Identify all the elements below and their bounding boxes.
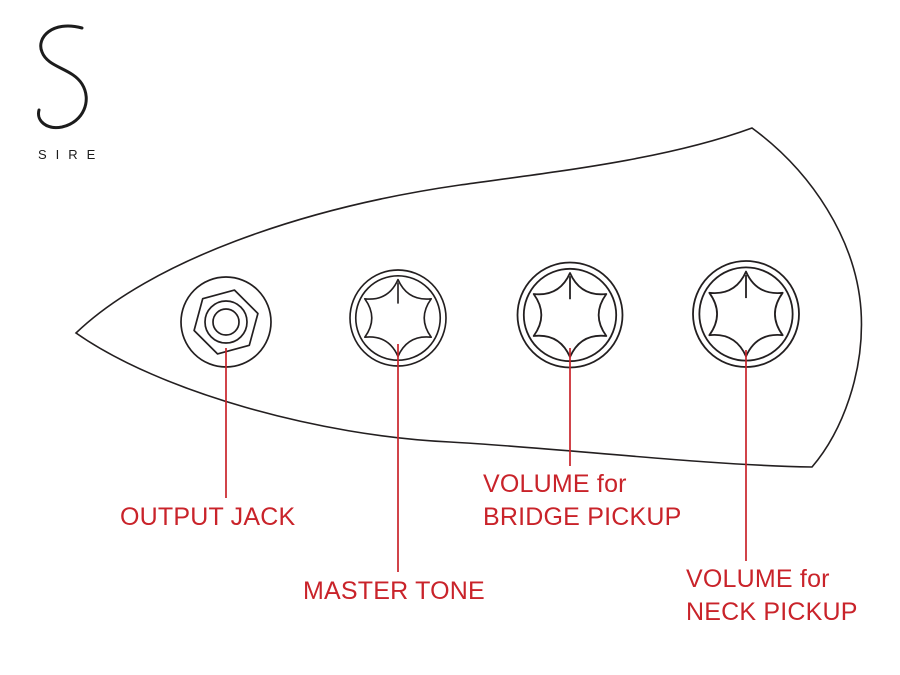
sire-logo: SIRE	[30, 20, 120, 162]
neck-volume-label-line1: VOLUME for	[686, 565, 830, 593]
jack-socket-hole	[212, 308, 240, 336]
neck-volume-label: VOLUME for NECK PICKUP	[686, 563, 858, 629]
neck-volume-label-line2: NECK PICKUP	[686, 598, 858, 626]
jack-hex-nut	[193, 289, 259, 355]
output-jack-label: OUTPUT JACK	[120, 503, 296, 531]
bridge-volume-label-line2: BRIDGE PICKUP	[483, 503, 682, 531]
bridge-volume-label-line1: VOLUME for	[483, 470, 627, 498]
sire-s-icon	[37, 24, 88, 130]
jack-washer	[204, 300, 248, 344]
sire-wordmark: SIRE	[38, 147, 105, 162]
control-plate-outline	[74, 127, 863, 468]
master-tone-label: MASTER TONE	[303, 577, 485, 605]
bridge-volume-label: VOLUME for BRIDGE PICKUP	[483, 468, 681, 534]
